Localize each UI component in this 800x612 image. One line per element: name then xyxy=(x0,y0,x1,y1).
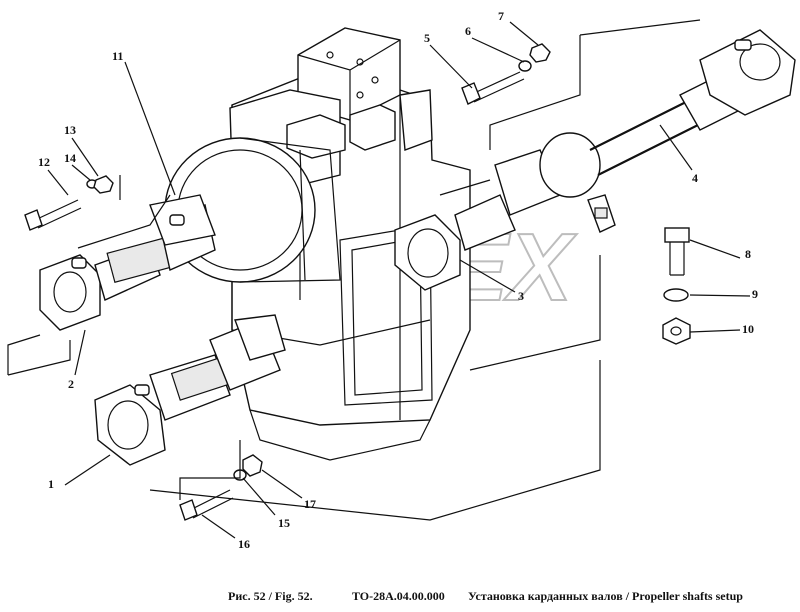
fasteners-right xyxy=(662,227,691,345)
valve-block xyxy=(229,27,433,191)
rear-long-shaft xyxy=(394,29,796,291)
support-bracket xyxy=(587,194,616,233)
callout-8: 8 xyxy=(745,247,751,261)
leader-lines xyxy=(47,21,751,539)
caption: Рис. 52 / Fig. 52. TO-28A.04.00.000 Уста… xyxy=(228,589,743,603)
callout-11: 11 xyxy=(112,49,123,63)
callout-14: 14 xyxy=(64,151,76,165)
callout-12: 12 xyxy=(38,155,50,169)
callout-2: 2 xyxy=(68,377,74,391)
assembly-lines xyxy=(7,19,701,521)
callout-3: 3 xyxy=(518,289,524,303)
callout-6: 6 xyxy=(465,24,471,38)
fasteners-left xyxy=(24,175,114,231)
callout-17: 17 xyxy=(304,497,316,511)
callout-5: 5 xyxy=(424,31,430,45)
caption-figure: Рис. 52 / Fig. 52. xyxy=(228,589,313,603)
callout-13: 13 xyxy=(64,123,76,137)
fasteners-bottom xyxy=(179,454,263,521)
callout-4: 4 xyxy=(692,171,698,185)
callout-15: 15 xyxy=(278,516,290,530)
front-lower-shaft xyxy=(94,314,286,466)
callout-7: 7 xyxy=(498,9,504,23)
callout-9: 9 xyxy=(752,287,758,301)
callout-10: 10 xyxy=(742,322,754,336)
front-upper-shaft xyxy=(39,194,216,331)
callout-labels: 1 2 3 4 5 6 7 8 9 10 11 12 13 14 15 16 1… xyxy=(38,9,758,551)
callout-16: 16 xyxy=(238,537,250,551)
fasteners-top xyxy=(461,43,551,105)
callout-1: 1 xyxy=(48,477,54,491)
caption-title: Установка карданных валов / Propeller sh… xyxy=(468,589,743,603)
caption-code: TO-28A.04.00.000 xyxy=(352,589,445,603)
